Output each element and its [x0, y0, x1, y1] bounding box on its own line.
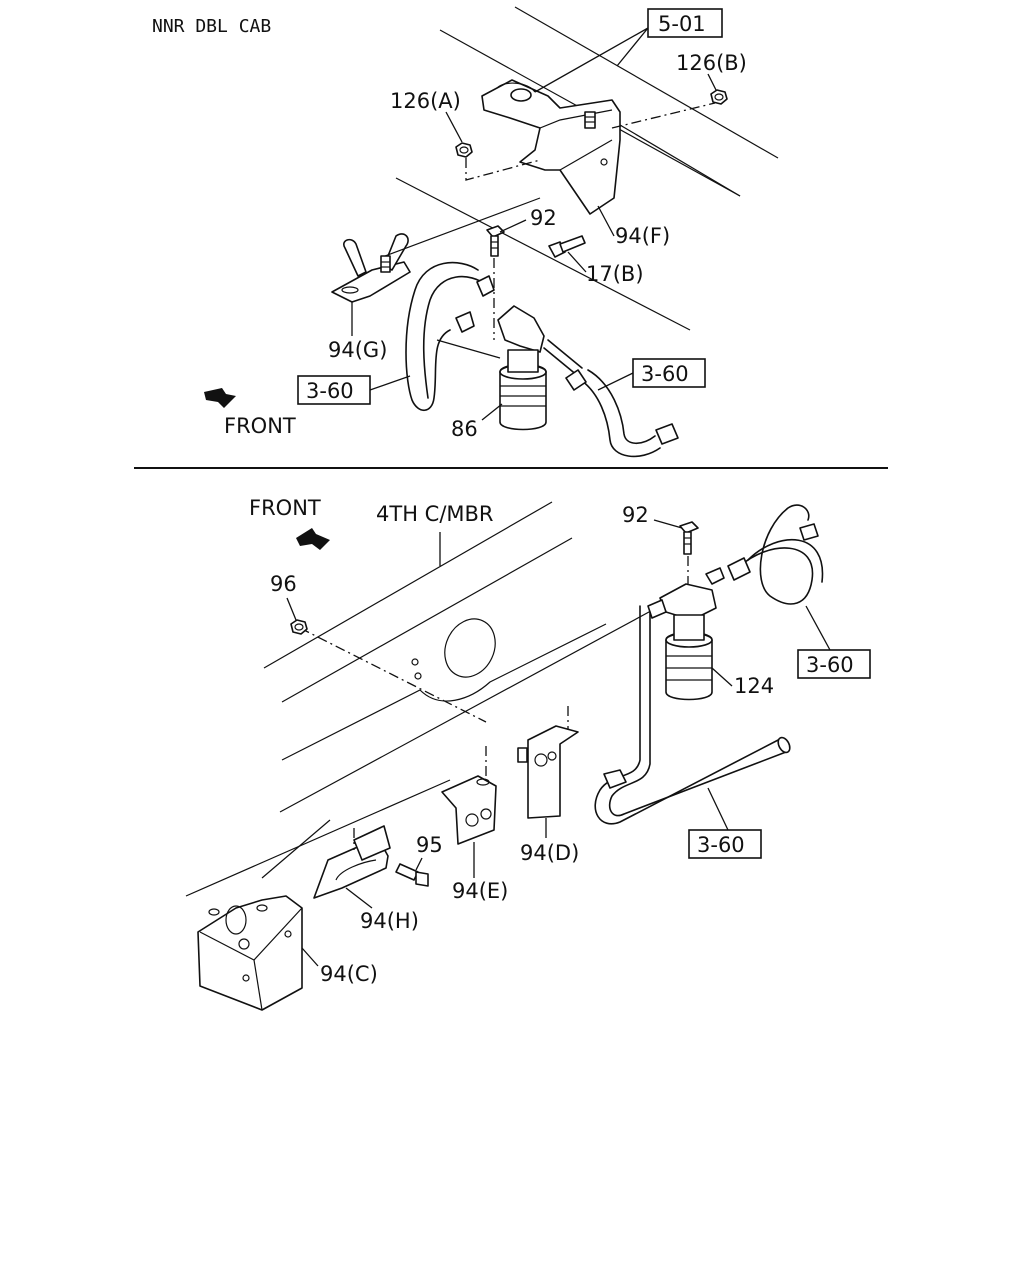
front-arrow-bottom	[296, 528, 330, 550]
ref-3-60-left[interactable]: 3-60	[306, 379, 354, 403]
leader-94c	[301, 947, 319, 967]
bolt-92-top	[486, 225, 505, 257]
bracket-94c-link	[185, 779, 451, 897]
label-126b: 126(B)	[676, 51, 747, 75]
hose-loop-upper	[727, 504, 824, 605]
label-17b: 17(B)	[586, 262, 644, 286]
crossmember-label: 4TH C/MBR	[376, 502, 494, 526]
label-96: 96	[270, 572, 297, 596]
leader-124	[711, 667, 733, 687]
ref-3-60-upper[interactable]: 3-60	[806, 653, 854, 677]
bolt-95	[395, 863, 429, 887]
hose-lower	[594, 605, 791, 825]
crossmember-4th	[263, 501, 661, 813]
bracket-94f	[481, 79, 621, 215]
label-124: 124	[734, 674, 774, 698]
bottom-diagram: FRONT 4TH C/MBR 3-60 3-60 92 96 124 95 9…	[185, 496, 871, 1011]
fuel-filter-124	[647, 567, 725, 701]
bracket-94d	[517, 725, 579, 819]
front-label-bottom: FRONT	[249, 496, 321, 520]
leader-126b	[707, 73, 717, 91]
top-diagram: FRONT 5-01 3-60 3-60 126(A) 126(B) 92 94…	[204, 6, 779, 458]
leader-92-bottom	[653, 519, 683, 529]
label-95: 95	[416, 833, 443, 857]
label-94d: 94(D)	[520, 841, 579, 865]
leader-86	[481, 403, 503, 421]
bracket-94h	[313, 825, 391, 899]
leader-94f	[597, 205, 615, 237]
leader-5-01	[534, 27, 649, 93]
hose-left-top	[405, 261, 495, 412]
hose-right-top	[565, 369, 679, 458]
bolt-17b	[548, 235, 586, 258]
leader-3-60-left	[369, 375, 411, 391]
label-94f: 94(F)	[615, 224, 670, 248]
ref-box-3-60-lower[interactable]	[688, 829, 762, 859]
nut-96	[290, 619, 308, 635]
label-94e: 94(E)	[452, 879, 508, 903]
leader-3-60-lower	[707, 787, 729, 831]
label-92-top: 92	[530, 206, 557, 230]
bracket-94c-link2	[261, 819, 331, 879]
front-label-top: FRONT	[224, 414, 296, 438]
ref-5-01[interactable]: 5-01	[658, 12, 706, 36]
nut-126a	[455, 142, 473, 158]
front-arrow-top	[204, 388, 236, 408]
leader-3-60-upper	[805, 605, 831, 651]
label-94g: 94(G)	[328, 338, 387, 362]
bracket-94g	[331, 233, 411, 303]
bolt-92-bottom	[679, 521, 699, 555]
top-frame-rail	[395, 6, 779, 331]
ref-3-60-lower[interactable]: 3-60	[697, 833, 745, 857]
leader-94h	[345, 887, 373, 909]
ref-3-60-right[interactable]: 3-60	[641, 362, 689, 386]
filter-bracket-line	[436, 339, 501, 359]
ref-box-3-60-upper[interactable]	[797, 649, 871, 679]
model-header: NNR DBL CAB	[152, 16, 271, 37]
label-126a: 126(A)	[390, 89, 461, 113]
label-92-bottom: 92	[622, 503, 649, 527]
phantom-line-126a	[465, 158, 541, 181]
bracket-94c	[197, 895, 303, 1011]
leader-3-60-right	[597, 372, 634, 391]
leader-17b	[567, 251, 587, 273]
fuel-filter-86	[497, 305, 583, 431]
leader-95	[415, 857, 423, 871]
leader-92-top	[499, 219, 527, 233]
bracket-94g-link	[384, 197, 541, 257]
label-86: 86	[451, 417, 478, 441]
phantom-line-96	[299, 627, 487, 723]
label-94c: 94(C)	[320, 962, 378, 986]
bracket-94e	[441, 775, 497, 845]
leader-126a	[445, 111, 463, 143]
ref-box-3-60-right[interactable]	[632, 358, 706, 388]
leader-96	[286, 597, 297, 621]
label-94h: 94(H)	[360, 909, 419, 933]
ref-box-5-01[interactable]	[647, 8, 723, 38]
phantom-line-126b	[611, 102, 716, 129]
nut-126b	[710, 89, 728, 105]
